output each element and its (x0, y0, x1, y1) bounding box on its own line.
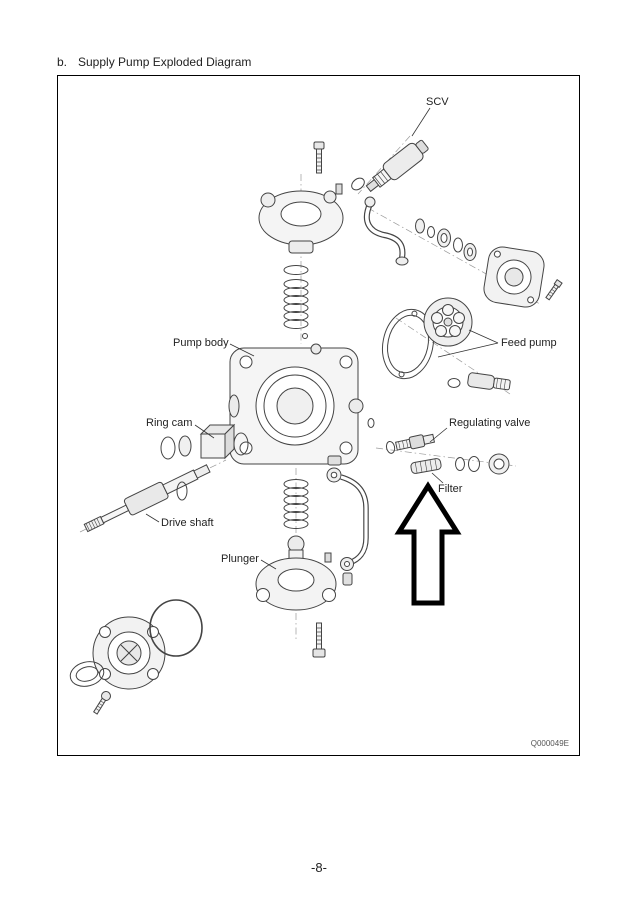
label-leader-lines (145, 107, 499, 570)
label-feed-pump: Feed pump (501, 337, 557, 349)
label-scv: SCV (426, 96, 449, 108)
pump-cover (258, 183, 344, 254)
valve-plug (488, 453, 510, 475)
spring-bottom (283, 479, 309, 529)
label-drive-shaft: Drive shaft (161, 517, 214, 529)
body-o-ring (367, 418, 375, 428)
bolt-small (93, 691, 111, 715)
plunger-assembly (255, 535, 337, 611)
label-ring-cam: Ring cam (146, 417, 192, 429)
ring-cam-part (160, 423, 249, 460)
label-regulating-valve: Regulating valve (449, 417, 530, 429)
regulating-valve-part (385, 433, 436, 454)
o-ring-large (149, 599, 203, 657)
valve-o-rings (455, 456, 480, 472)
fuel-pipe-upper (363, 196, 409, 266)
feed-pump-rotor (423, 297, 473, 347)
filter-pointer-arrow (394, 481, 462, 606)
bolt-top (313, 141, 325, 174)
shaft-washer (176, 481, 188, 501)
figure-code: Q000049E (531, 739, 569, 748)
check-valve-plug (467, 372, 511, 391)
pump-body (228, 343, 364, 465)
figure-box: SCV Pump body Feed pump Ring cam Regulat… (57, 75, 580, 756)
exploded-diagram: SCV Pump body Feed pump Ring cam Regulat… (69, 96, 569, 748)
pipe-fittings (415, 218, 477, 261)
o-ring-small (447, 378, 461, 388)
overflow-pipe (326, 455, 369, 586)
label-plunger: Plunger (221, 553, 259, 565)
label-filter: Filter (438, 483, 463, 495)
feed-pump-cover (483, 246, 545, 308)
scv-o-ring (351, 177, 365, 191)
scv-solenoid (365, 139, 429, 193)
bolt-bottom (312, 622, 326, 658)
coupling-flange (92, 616, 166, 690)
section-heading: b. Supply Pump Exploded Diagram (57, 55, 251, 69)
section-index: b. (57, 55, 68, 69)
section-title: Supply Pump Exploded Diagram (78, 55, 252, 69)
fuel-filter-part (410, 458, 442, 474)
cover-screw (545, 279, 563, 301)
oil-seal (69, 661, 105, 687)
page-number: -8- (311, 860, 327, 875)
spring-top (283, 279, 309, 339)
feed-pump-gasket (381, 308, 435, 380)
o-ring-top (283, 265, 309, 275)
label-pump-body: Pump body (173, 337, 229, 349)
